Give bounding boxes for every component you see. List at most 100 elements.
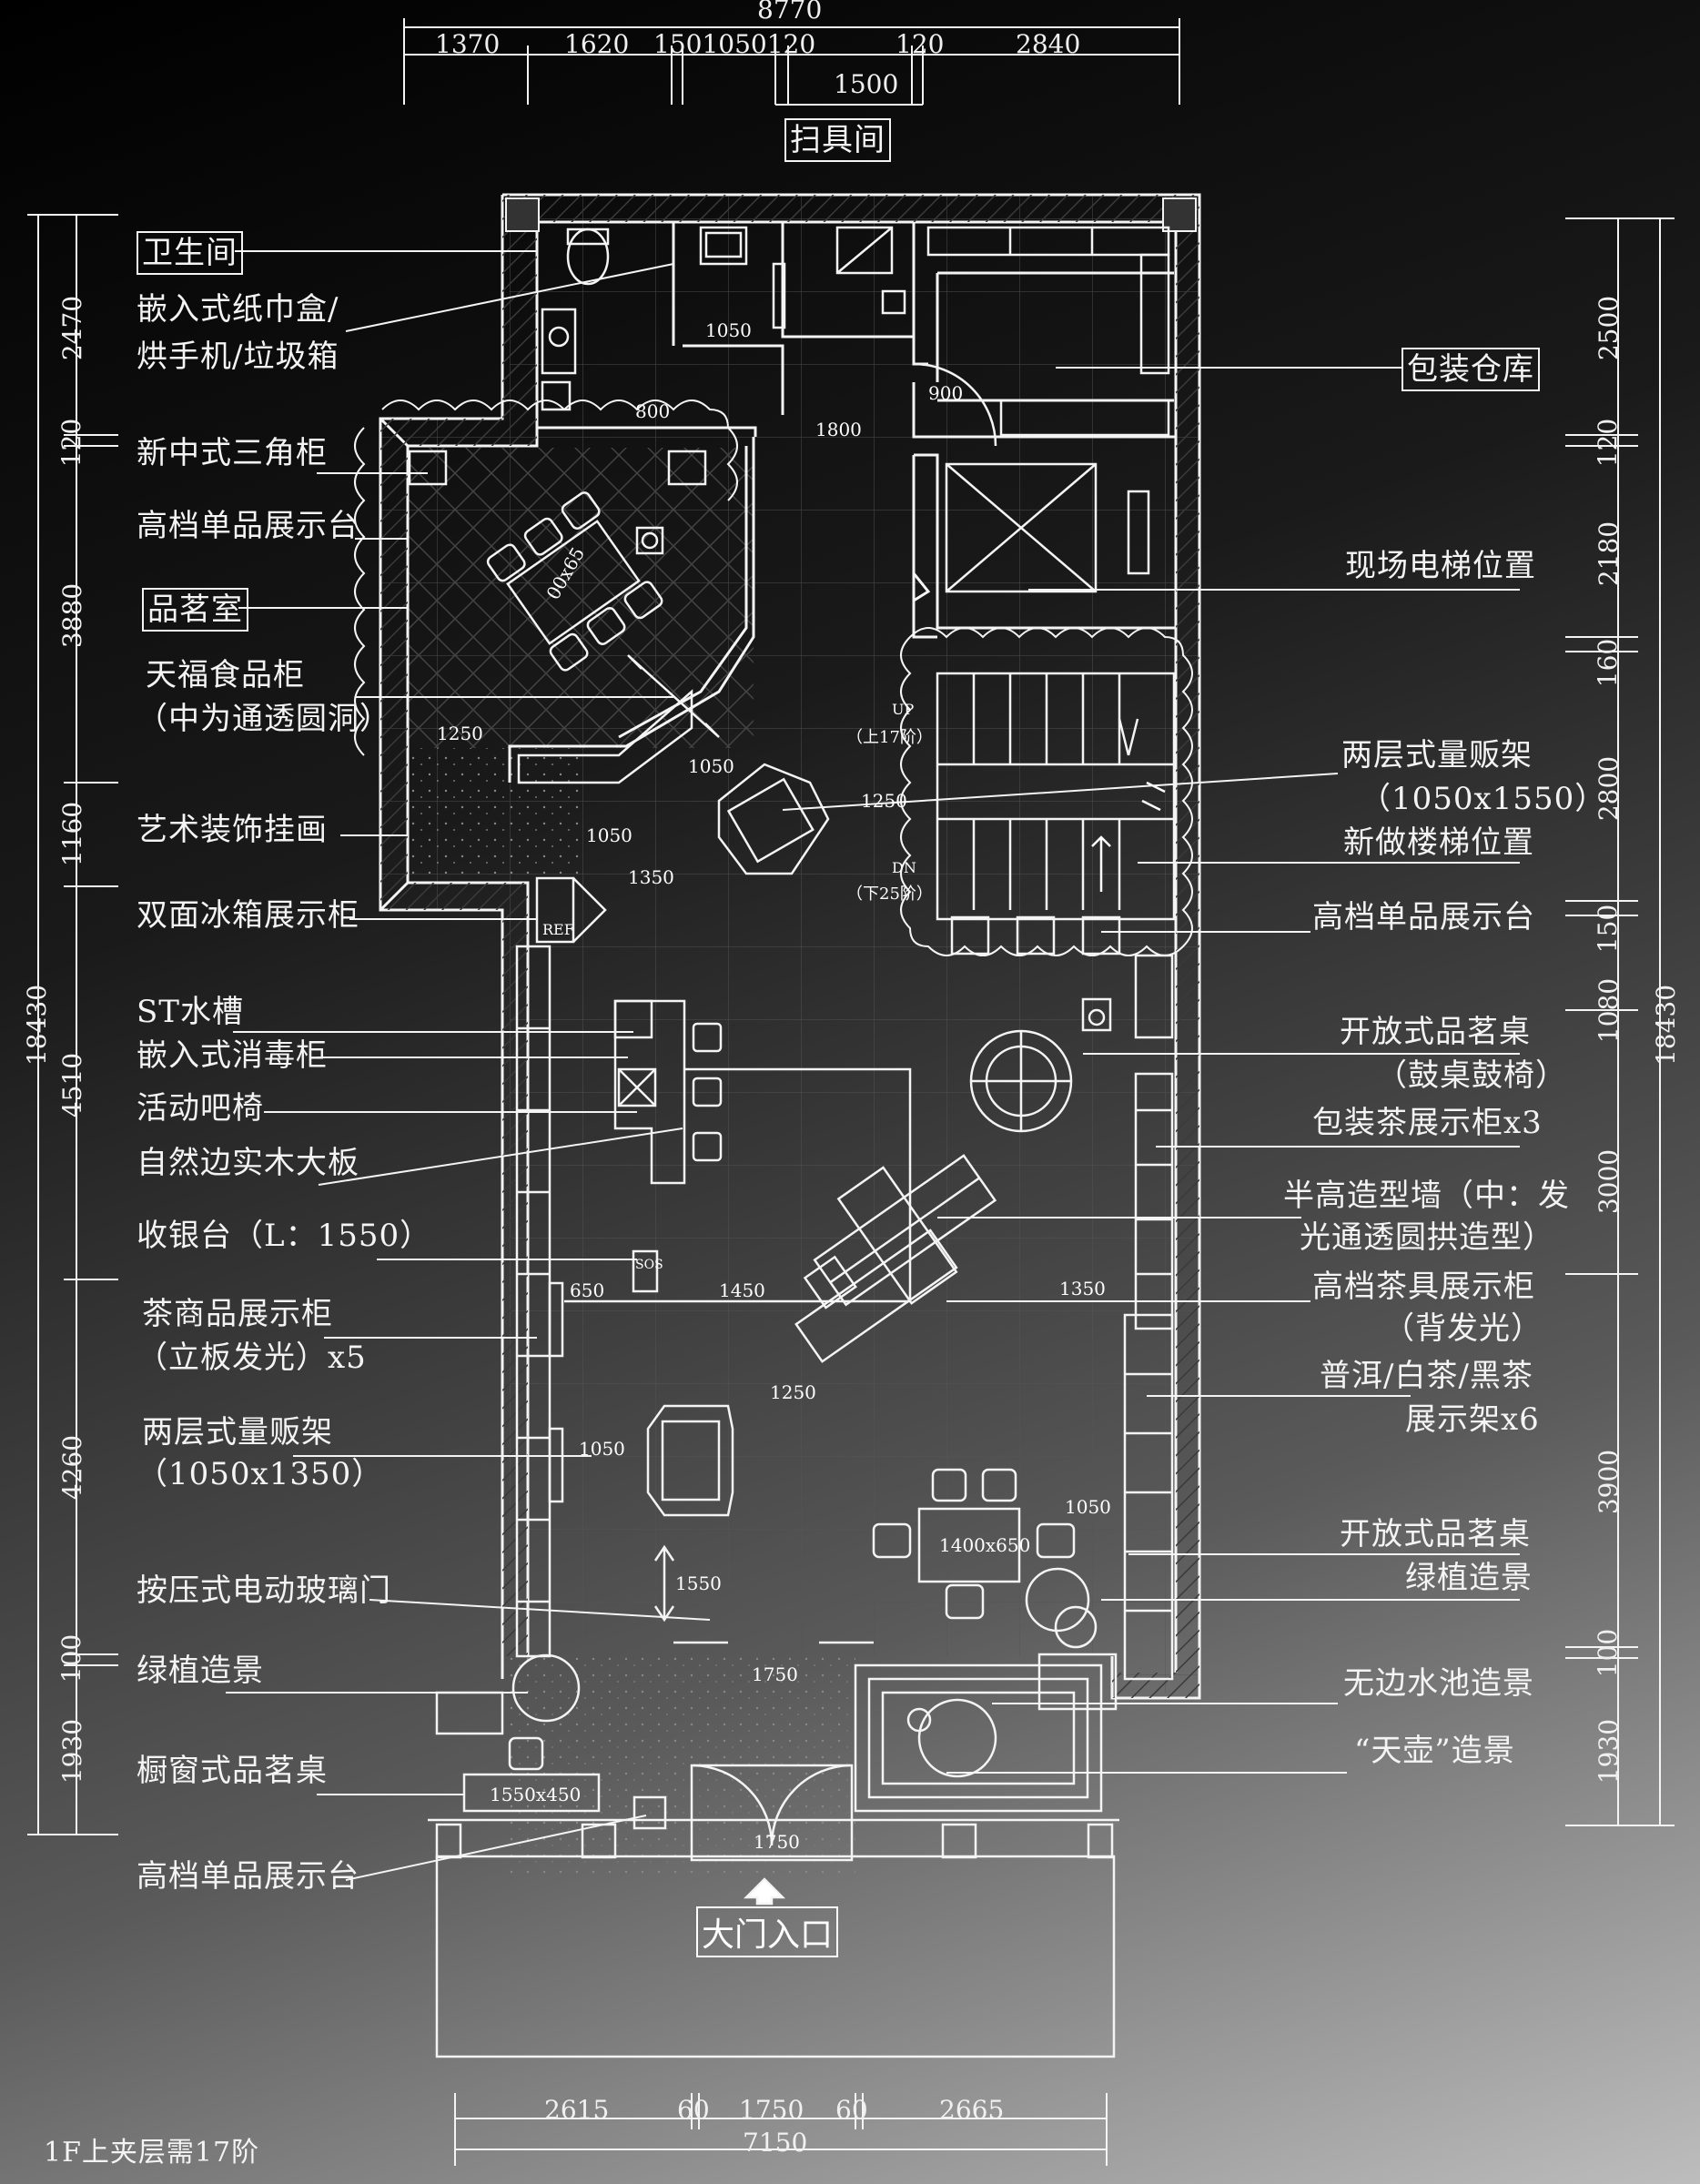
label-sterilizer: 嵌入式消毒柜 [137, 1037, 328, 1074]
label-infinity-pool: 无边水池造景 [1343, 1665, 1534, 1702]
stair-up: UP [892, 701, 915, 718]
label-tea-pack-cabinet: 包装茶展示柜x3 [1312, 1105, 1543, 1141]
dim-left-seg-1: 2470 [57, 295, 88, 361]
dim-bottom-seg-4: 60 [835, 2095, 868, 2125]
dim-left-seg-6: 4260 [57, 1434, 88, 1501]
dim-inner-1250a: 1250 [437, 723, 483, 744]
label-elevator: 现场电梯位置 [1345, 548, 1536, 584]
dim-left-seg-2: 120 [56, 418, 87, 468]
dim-left-seg-5: 4510 [57, 1052, 88, 1118]
label-window-table: 橱窗式品茗桌 [137, 1753, 328, 1789]
label-display-stand-3: 高档单品展示台 [1312, 899, 1535, 935]
label-open-tea-table-1: 开放式品茗桌 [1340, 1014, 1531, 1050]
dim-top-total: 8770 [757, 0, 823, 25]
dim-inner-1750b: 1750 [754, 1831, 800, 1853]
dim-inner-650: 650 [570, 1279, 605, 1301]
label-puer-shelf-count: 展示架x6 [1405, 1401, 1540, 1438]
dim-inner-1050d: 1050 [1065, 1496, 1111, 1518]
dim-inner-1550: 1550 [675, 1572, 722, 1594]
dim-top-seg-4: 120 [896, 29, 945, 59]
label-tea-cabinet-note: （立板发光）x5 [137, 1340, 367, 1376]
dim-inner-1250c: 1250 [770, 1381, 816, 1403]
dim-inner-1800: 1800 [815, 419, 862, 440]
table-size-window: 1550x450 [490, 1784, 582, 1805]
label-hand-dryer: 烘手机/垃圾箱 [137, 339, 339, 375]
dim-right-seg-10: 100 [1593, 1628, 1624, 1678]
dim-bottom-seg-1: 2615 [544, 2095, 610, 2125]
footnote-mezzanine: 1F上夹层需17阶 [44, 2137, 260, 2169]
dim-left-total: 18430 [22, 984, 53, 1067]
label-wood-slab: 自然边实木大板 [137, 1145, 359, 1181]
label-teaware-note: （背发光） [1383, 1310, 1543, 1347]
label-tissue-box: 嵌入式纸巾盒/ [137, 291, 339, 328]
label-display-stand-2: 高档单品展示台 [137, 1858, 359, 1895]
label-puer-shelf: 普洱/白茶/黑茶 [1320, 1358, 1533, 1394]
label-food-cabinet: 天福食品柜 [146, 657, 305, 693]
dim-inner-1450: 1450 [719, 1279, 765, 1301]
label-restroom: 卫生间 [137, 231, 243, 276]
dim-inner-1050a: 1050 [688, 755, 734, 777]
dim-right-seg-1: 2500 [1594, 295, 1624, 361]
dim-right-total: 18430 [1651, 984, 1682, 1067]
dim-inner-1250b: 1250 [861, 790, 907, 812]
dim-inner-1750a: 1750 [752, 1663, 798, 1685]
label-fridge: 双面冰箱展示柜 [137, 897, 359, 934]
label-new-stairs: 新做楼梯位置 [1343, 824, 1534, 861]
dim-top-seg-1: 1370 [435, 29, 501, 59]
label-bar-chairs: 活动吧椅 [137, 1090, 264, 1127]
label-sales-shelf-right: 两层式量贩架 [1341, 737, 1533, 774]
dim-inner-1050c: 1050 [579, 1438, 625, 1460]
label-sales-shelf-left-size: （1050x1350） [137, 1456, 384, 1492]
label-corner-cabinet: 新中式三角柜 [137, 435, 328, 471]
label-sales-shelf-left: 两层式量贩架 [142, 1414, 333, 1451]
label-greenery-right: 绿植造景 [1405, 1560, 1533, 1596]
dim-left-seg-8: 1930 [57, 1718, 88, 1785]
dim-bottom-seg-5: 2665 [939, 2095, 1005, 2125]
label-sink: ST水槽 [137, 994, 244, 1030]
dim-right-seg-11: 1930 [1594, 1718, 1624, 1785]
dim-inner-1350b: 1350 [1059, 1278, 1106, 1299]
dim-right-seg-4: 160 [1593, 638, 1624, 688]
label-display-stand-1: 高档单品展示台 [137, 508, 359, 544]
dim-left-seg-4: 1160 [57, 801, 88, 867]
dim-inner-1050b: 1050 [586, 824, 632, 846]
dim-right-seg-2: 120 [1593, 418, 1624, 468]
label-half-wall: 半高造型墙（中：发 [1283, 1178, 1570, 1214]
label-open-tea-table-2: 开放式品茗桌 [1340, 1516, 1531, 1552]
dim-right-seg-9: 3900 [1594, 1449, 1624, 1515]
label-teapot-feature: “天壶”造景 [1354, 1733, 1515, 1769]
dim-right-seg-7: 1080 [1594, 977, 1624, 1044]
label-tea-room: 品茗室 [142, 588, 248, 632]
dim-right-seg-8: 3000 [1594, 1148, 1624, 1215]
dim-bottom-seg-2: 60 [677, 2095, 710, 2125]
dim-right-seg-3: 2180 [1594, 521, 1624, 587]
dim-inner-800: 800 [635, 400, 671, 422]
label-half-wall-note: 光通透圆拱造型） [1300, 1219, 1554, 1256]
label-main-entrance: 大门入口 [696, 1906, 839, 1957]
table-size-open: 1400x650 [939, 1534, 1031, 1556]
label-drum-table: （鼓桌鼓椅） [1376, 1057, 1567, 1094]
dim-top-seg-2: 1620 [564, 29, 630, 59]
label-glass-door: 按压式电动玻璃门 [137, 1572, 391, 1609]
dim-inner-1350a: 1350 [628, 866, 674, 888]
dim-top-sub: 1500 [834, 69, 899, 99]
label-greenery-left: 绿植造景 [137, 1653, 264, 1689]
dim-left-seg-7: 100 [56, 1633, 87, 1684]
stair-down-count: （下25阶） [846, 885, 933, 904]
dim-bottom-seg-3: 1750 [739, 2095, 804, 2125]
label-food-cabinet-note: （中为通透圆洞） [137, 701, 391, 737]
label-sales-shelf-right-size: （1050x1550） [1360, 781, 1607, 817]
dim-bottom-total: 7150 [743, 2128, 808, 2158]
label-cashier: 收银台（L：1550） [137, 1218, 432, 1254]
dim-inner-900: 900 [928, 382, 964, 404]
label-teaware-cabinet: 高档茶具展示柜 [1312, 1269, 1535, 1305]
label-tool-room: 扫具间 [784, 118, 891, 163]
label-warehouse: 包装仓库 [1401, 348, 1540, 392]
label-art-painting: 艺术装饰挂画 [137, 812, 328, 848]
fridge-mark: REF [542, 921, 574, 938]
dim-top-seg-3: 1501050120 [653, 29, 816, 59]
cashier-mark: SOS [635, 1258, 663, 1272]
label-tea-cabinet: 茶商品展示柜 [142, 1296, 333, 1332]
dim-wc: 1050 [705, 319, 752, 341]
